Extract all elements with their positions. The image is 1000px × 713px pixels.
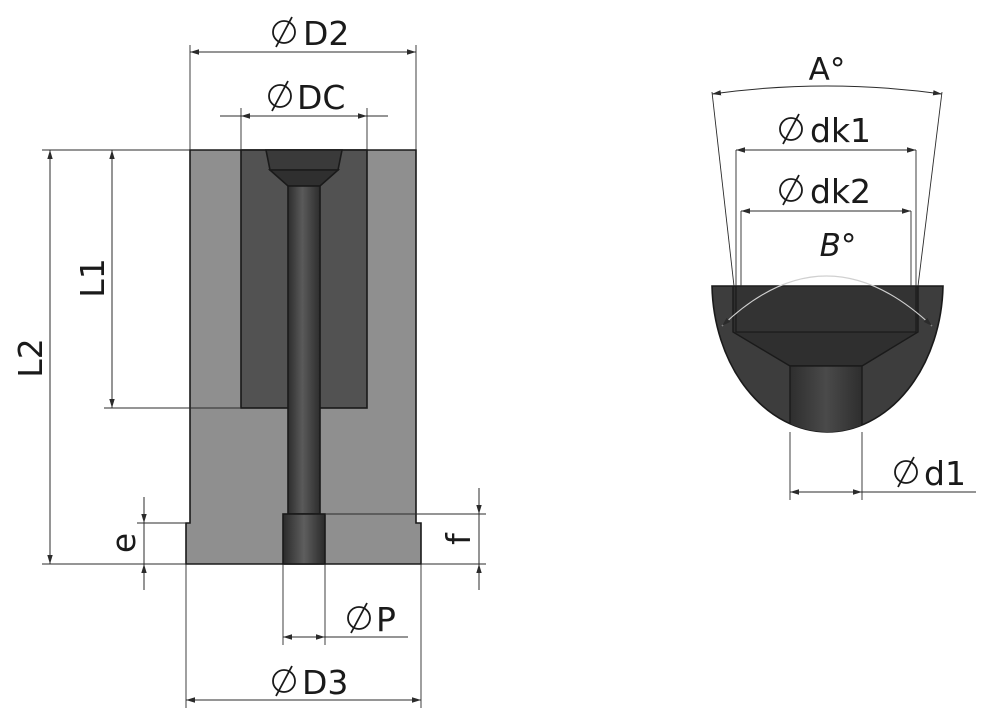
- dim-P: P: [282, 564, 408, 645]
- label-L2: L2: [11, 338, 50, 377]
- pin-tip: [282, 513, 326, 565]
- dim-DC: DC: [220, 78, 388, 150]
- counterbore-top: [265, 149, 343, 171]
- diameter-icon: [894, 456, 918, 488]
- label-d1: d1: [924, 454, 966, 493]
- dim-L2: L2: [11, 149, 190, 565]
- diameter-icon: [347, 602, 371, 634]
- dim-B: B°: [721, 228, 933, 327]
- dim-e: e: [104, 497, 186, 590]
- label-e: e: [104, 533, 143, 553]
- pin-shaft: [287, 185, 321, 515]
- dim-d1: d1: [789, 432, 976, 500]
- diameter-icon: [779, 113, 803, 145]
- diameter-icon: [268, 80, 292, 112]
- ball-cone-face: [735, 286, 917, 333]
- dim-D3: D3: [185, 564, 422, 708]
- label-L1: L1: [73, 258, 112, 297]
- diameter-icon: [779, 174, 803, 206]
- label-dk2: dk2: [810, 172, 871, 211]
- dim-dk2: dk2: [740, 172, 912, 286]
- label-D2: D2: [303, 14, 349, 53]
- label-A: A°: [809, 52, 846, 88]
- dim-dk1: dk1: [735, 111, 917, 286]
- dim-f: f: [325, 488, 486, 590]
- label-P: P: [376, 600, 396, 639]
- label-DC: DC: [297, 78, 345, 117]
- ball-tip-section: [711, 285, 944, 433]
- dim-A: A°: [711, 52, 943, 287]
- dim-D2: D2: [189, 14, 417, 150]
- diameter-icon: [272, 665, 296, 697]
- label-dk1: dk1: [810, 111, 871, 150]
- bushing-section: [185, 149, 422, 565]
- ball-through-hole: [789, 365, 863, 432]
- diameter-icon: [272, 16, 296, 48]
- label-D3: D3: [302, 663, 348, 702]
- label-f: f: [439, 532, 478, 545]
- label-B: B°: [820, 228, 857, 264]
